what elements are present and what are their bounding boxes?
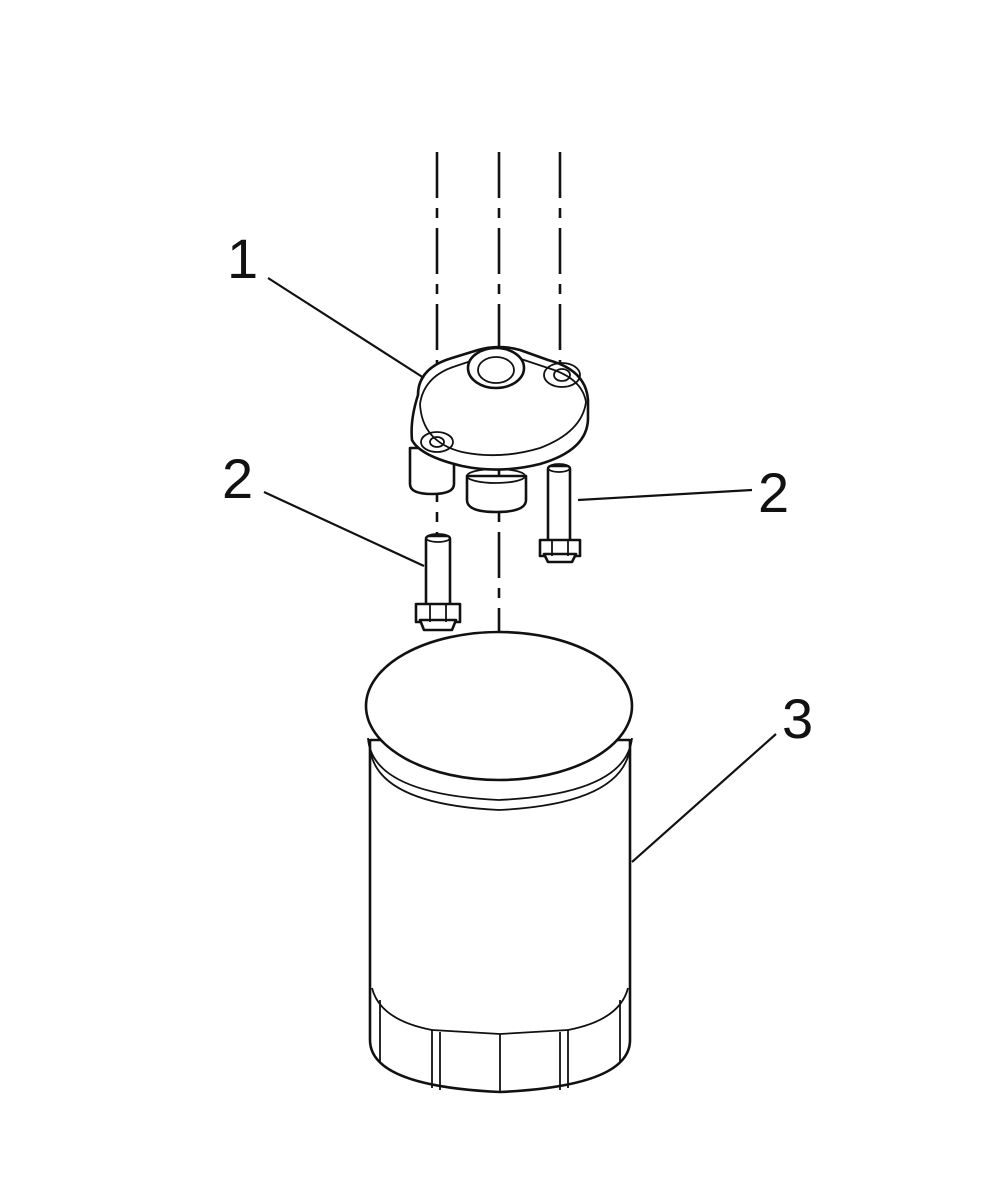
filter-canister <box>364 630 634 1094</box>
bolt-right <box>538 463 582 564</box>
bolt-left <box>414 533 462 632</box>
leader-lines <box>263 277 777 863</box>
leader-line-3 <box>631 733 777 863</box>
leader-line-2-left <box>263 491 425 567</box>
callout-part-2-right: 2 <box>758 461 789 524</box>
callout-part-3: 3 <box>782 687 813 750</box>
leader-line-2-right <box>577 488 753 502</box>
callout-part-2-left: 2 <box>222 447 253 510</box>
callout-part-1: 1 <box>227 227 258 290</box>
leader-line-1 <box>267 277 425 379</box>
filter-head-adapter <box>408 345 590 514</box>
